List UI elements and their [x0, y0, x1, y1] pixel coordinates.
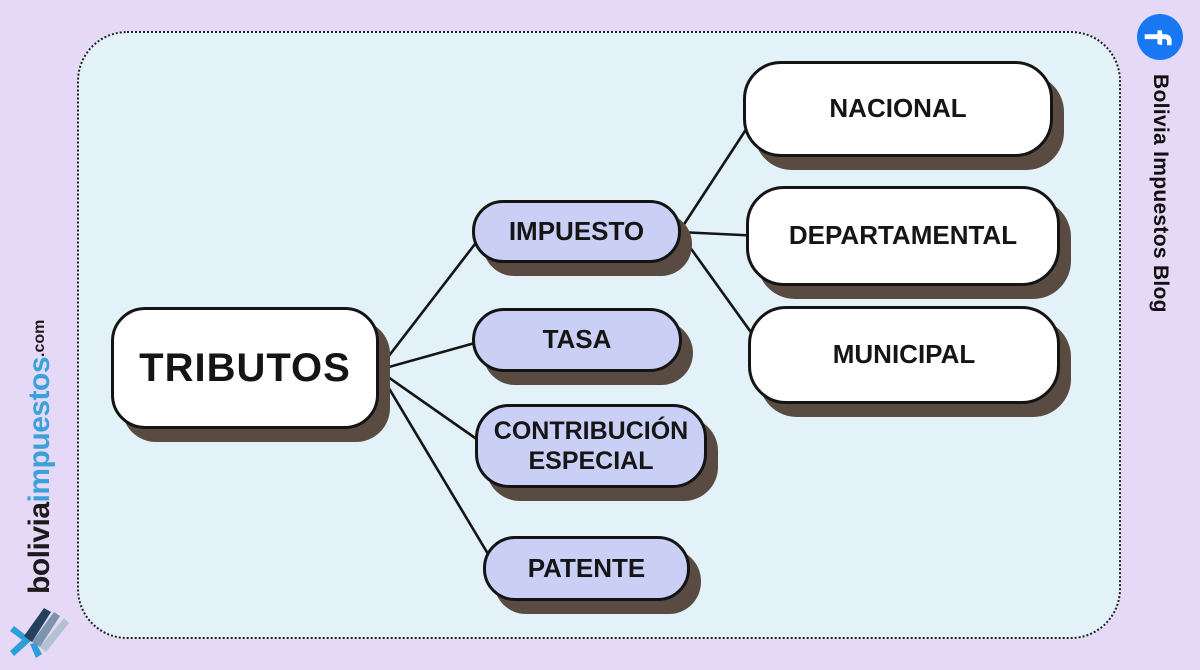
- site-wordmark-bolivia: bolivia: [23, 502, 56, 594]
- blog-branding: Bolivia Impuestos Blog: [1136, 14, 1184, 344]
- node-nacional: NACIONAL: [743, 61, 1053, 157]
- node-impuesto: IMPUESTO: [472, 200, 681, 263]
- node-tributos: TRIBUTOS: [111, 307, 379, 429]
- node-municipal: MUNICIPAL: [748, 306, 1060, 404]
- node-contribucion-especial: CONTRIBUCIÓN ESPECIAL: [475, 404, 707, 488]
- node-departamental: DEPARTAMENTAL: [746, 186, 1060, 286]
- node-patente: PATENTE: [483, 536, 690, 601]
- facebook-icon: [1137, 14, 1183, 60]
- site-wordmark-impuestos: impuestos: [23, 356, 56, 503]
- blog-title: Bolivia Impuestos Blog: [1149, 74, 1172, 313]
- site-wordmark-tld: .com: [31, 319, 48, 357]
- node-tasa: TASA: [472, 308, 682, 372]
- book-pages-logo-icon: [10, 608, 69, 658]
